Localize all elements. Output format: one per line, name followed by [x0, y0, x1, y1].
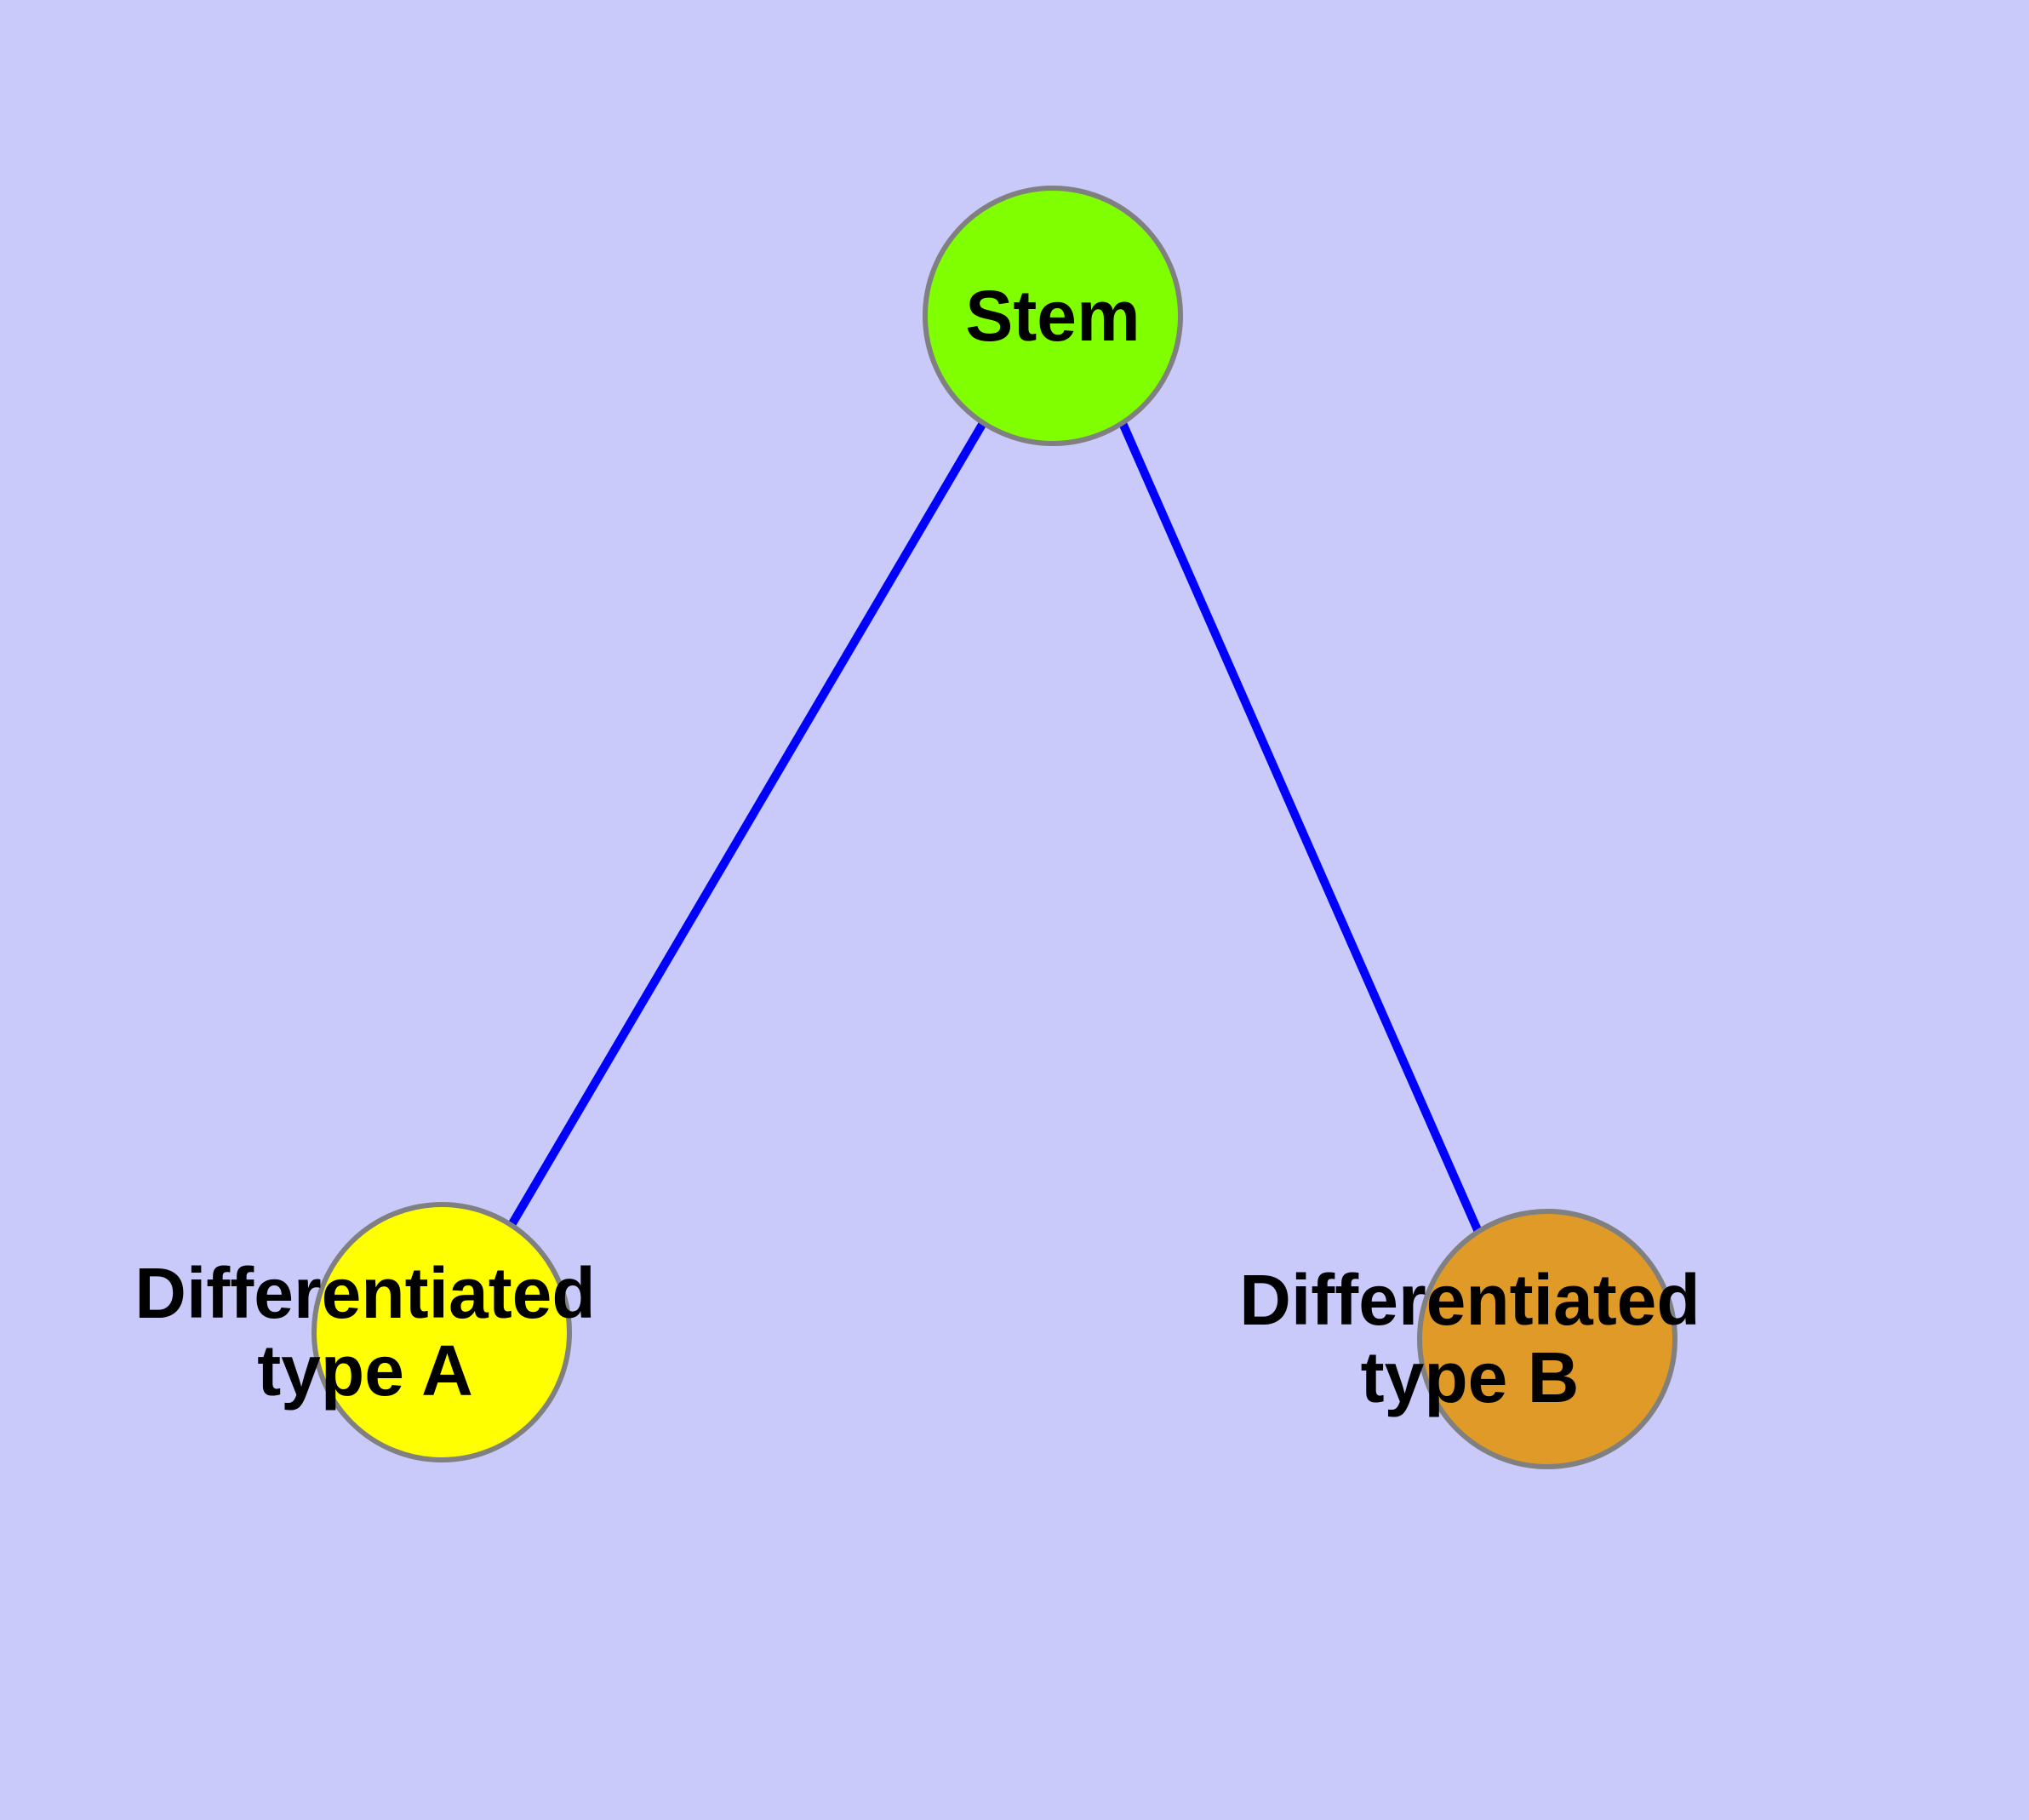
nodes-layer [311, 186, 1677, 1469]
node-circle-diff_b[interactable] [1417, 1209, 1677, 1469]
edges-layer [507, 421, 1483, 1234]
node-circle-diff_a[interactable] [311, 1202, 572, 1462]
edge-stem-diff_a[interactable] [507, 421, 987, 1228]
node-circle-stem[interactable] [923, 186, 1183, 446]
edge-stem-diff_b[interactable] [1118, 421, 1483, 1234]
